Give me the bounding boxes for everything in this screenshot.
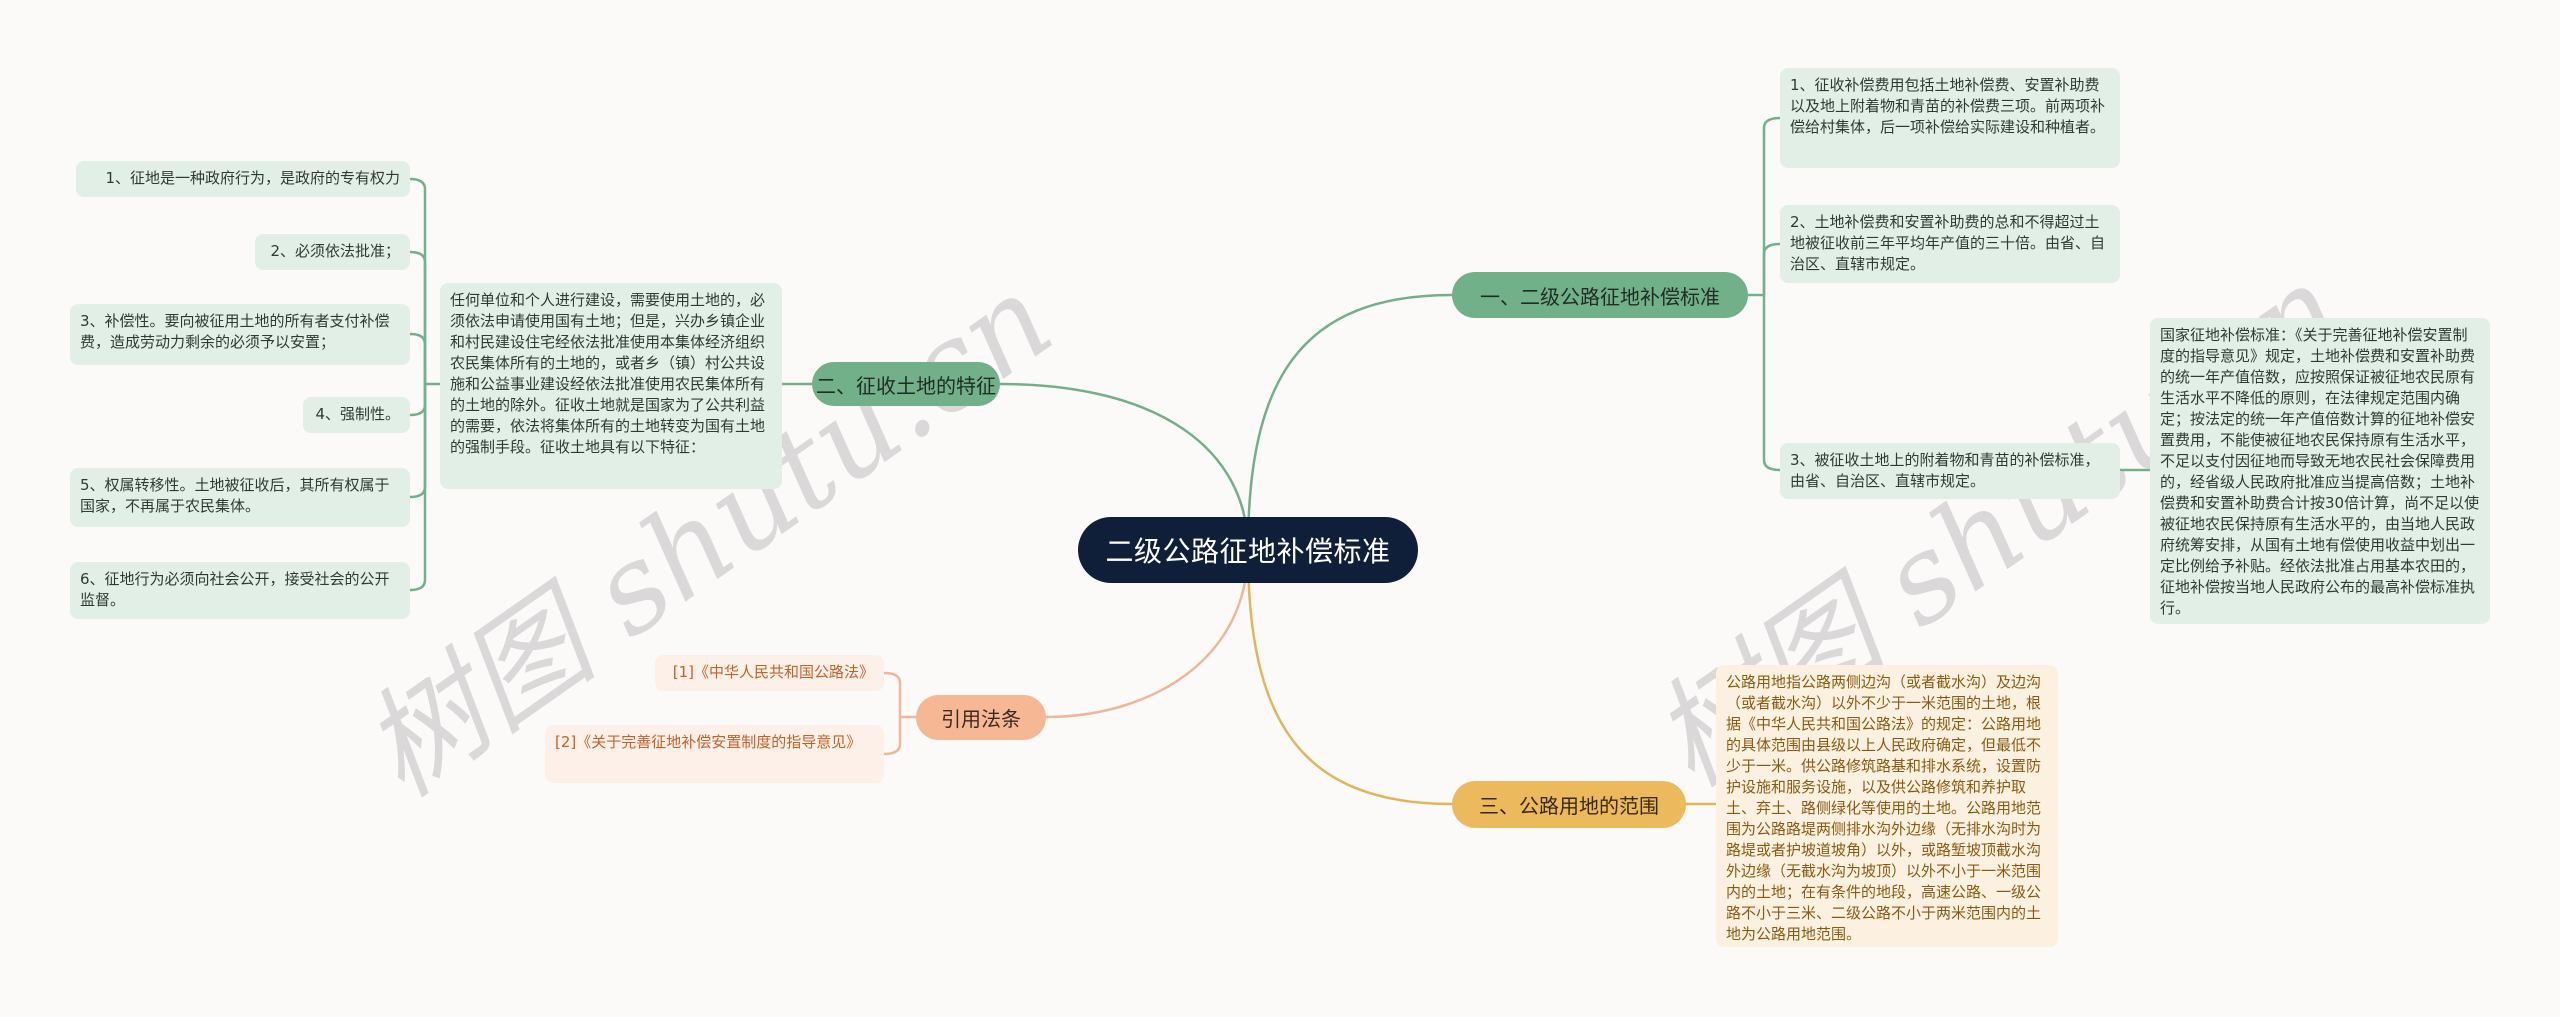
cited-law-2[interactable]: [2]《关于完善征地补偿安置制度的指导意见》 — [545, 725, 884, 783]
feature-item-3[interactable]: 3、补偿性。要向被征用土地的所有者支付补偿费，造成劳动力剩余的必须予以安置； — [70, 304, 410, 365]
branch-compensation-standard[interactable]: 一、二级公路征地补偿标准 — [1452, 272, 1748, 318]
leaf-text: 3、补偿性。要向被征用土地的所有者支付补偿费，造成劳动力剩余的必须予以安置； — [80, 312, 390, 351]
expropriation-description[interactable]: 任何单位和个人进行建设，需要使用土地的，必须依法申请使用国有土地；但是，兴办乡镇… — [440, 283, 782, 489]
leaf-text: 2、土地补偿费和安置补助费的总和不得超过土地被征收前三年平均年产值的三十倍。由省… — [1790, 213, 2106, 273]
root-node[interactable]: 二级公路征地补偿标准 — [1078, 517, 1418, 583]
leaf-text: 2、必须依法批准； — [270, 242, 400, 260]
branch-label: 引用法条 — [941, 707, 1021, 731]
leaf-compensation-item-1[interactable]: 1、征收补偿费用包括土地补偿费、安置补助费以及地上附着物和青苗的补偿费三项。前两… — [1780, 68, 2120, 168]
leaf-text: 3、被征收土地上的附着物和青苗的补偿标准，由省、自治区、直辖市规定。 — [1790, 451, 2100, 490]
feature-item-5[interactable]: 5、权属转移性。土地被征收后，其所有权属于国家，不再属于农民集体。 — [70, 468, 410, 527]
cited-law-1[interactable]: [1]《中华人民共和国公路法》 — [655, 655, 884, 691]
branch-road-land-scope[interactable]: 三、公路用地的范围 — [1452, 781, 1686, 828]
root-label: 二级公路征地补偿标准 — [1105, 535, 1391, 568]
leaf-national-standard[interactable]: 国家征地补偿标准：《关于完善征地补偿安置制度的指导意见》规定，土地补偿费和安置补… — [2150, 318, 2490, 624]
feature-item-2[interactable]: 2、必须依法批准； — [255, 234, 410, 270]
leaf-text: 任何单位和个人进行建设，需要使用土地的，必须依法申请使用国有土地；但是，兴办乡镇… — [450, 291, 766, 456]
leaf-compensation-item-2[interactable]: 2、土地补偿费和安置补助费的总和不得超过土地被征收前三年平均年产值的三十倍。由省… — [1780, 205, 2120, 283]
leaf-text: 6、征地行为必须向社会公开，接受社会的公开监督。 — [80, 570, 390, 609]
leaf-text: 国家征地补偿标准：《关于完善征地补偿安置制度的指导意见》规定，土地补偿费和安置补… — [2160, 326, 2480, 617]
branch-label: 一、二级公路征地补偿标准 — [1480, 284, 1720, 309]
road-land-scope-text[interactable]: 公路用地指公路两侧边沟（或者截水沟）及边沟（或者截水沟）以外不少于一米范围的土地… — [1716, 665, 2058, 947]
branch-expropriation-features[interactable]: 二、征收土地的特征 — [812, 362, 1000, 406]
leaf-text: 5、权属转移性。土地被征收后，其所有权属于国家，不再属于农民集体。 — [80, 476, 390, 515]
leaf-text: 4、强制性。 — [315, 405, 400, 423]
leaf-text: [1]《中华人民共和国公路法》 — [672, 663, 874, 681]
leaf-compensation-item-3[interactable]: 3、被征收土地上的附着物和青苗的补偿标准，由省、自治区、直辖市规定。 — [1780, 443, 2120, 499]
feature-item-4[interactable]: 4、强制性。 — [303, 397, 410, 433]
feature-item-6[interactable]: 6、征地行为必须向社会公开，接受社会的公开监督。 — [70, 562, 410, 619]
leaf-text: [2]《关于完善征地补偿安置制度的指导意见》 — [555, 733, 862, 751]
branch-label: 三、公路用地的范围 — [1479, 794, 1659, 818]
leaf-text: 1、征地是一种政府行为，是政府的专有权力 — [105, 169, 400, 187]
leaf-text: 公路用地指公路两侧边沟（或者截水沟）及边沟（或者截水沟）以外不少于一米范围的土地… — [1726, 673, 2042, 943]
leaf-text: 1、征收补偿费用包括土地补偿费、安置补助费以及地上附着物和青苗的补偿费三项。前两… — [1790, 76, 2106, 136]
branch-label: 二、征收土地的特征 — [816, 373, 996, 398]
feature-item-1[interactable]: 1、征地是一种政府行为，是政府的专有权力 — [76, 161, 410, 197]
branch-cited-laws[interactable]: 引用法条 — [916, 695, 1046, 740]
